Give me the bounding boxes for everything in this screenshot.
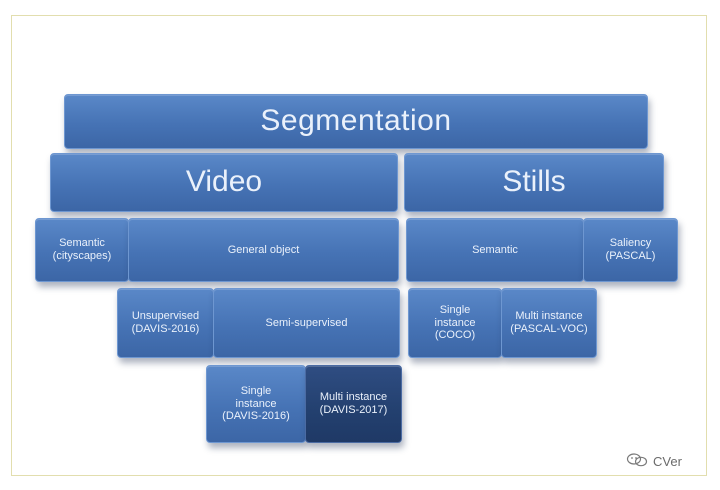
stills-semantic-box: Semantic — [406, 218, 584, 282]
saliency-box: Saliency (PASCAL) — [583, 218, 678, 282]
semi-supervised-box: Semi-supervised — [213, 288, 400, 358]
video-multi-instance-box: Multi instance (DAVIS-2017) — [305, 365, 402, 443]
stills-multi-instance-box: Multi instance (PASCAL-VOC) — [501, 288, 597, 358]
watermark-text: CVer — [653, 453, 682, 469]
video-box: Video — [50, 153, 398, 212]
stills-single-instance-box: Single instance (COCO) — [408, 288, 502, 358]
stills-box: Stills — [404, 153, 664, 212]
segmentation-box: Segmentation — [64, 94, 648, 149]
general-object-box: General object — [128, 218, 399, 282]
watermark: CVer — [626, 452, 682, 470]
video-semantic-box: Semantic (cityscapes) — [35, 218, 129, 282]
wechat-icon — [626, 452, 648, 470]
video-single-instance-box: Single instance (DAVIS-2016) — [206, 365, 306, 443]
unsupervised-box: Unsupervised (DAVIS-2016) — [117, 288, 214, 358]
